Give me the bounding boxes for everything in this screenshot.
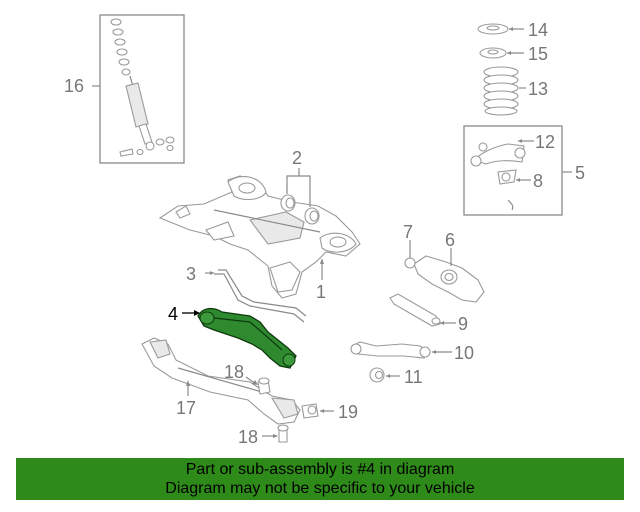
callout-15: 15 — [528, 44, 548, 64]
callout-18-lower: 18 — [238, 427, 258, 447]
lower-bracket-group[interactable]: 17 — [141, 337, 301, 425]
shock-absorber-illustration — [110, 18, 175, 157]
callout-16: 16 — [64, 76, 84, 96]
spring-insulator-illustration — [479, 47, 507, 59]
callout-9: 9 — [458, 314, 468, 334]
info-banner: Part or sub-assembly is #4 in diagram Di… — [16, 458, 624, 500]
parts-diagram: 16 14 15 13 — [64, 14, 585, 447]
stabilizer-bar-group[interactable]: 3 — [186, 264, 307, 323]
banner-line-part: Part or sub-assembly is #4 in diagram — [185, 461, 455, 478]
bushing-11-group[interactable]: 11 — [369, 367, 423, 387]
callout-14: 14 — [528, 20, 548, 40]
trailing-arm-illustration — [404, 255, 485, 303]
crossmember-group[interactable]: 1 2 — [158, 148, 361, 302]
nut-19-group[interactable]: 19 — [301, 402, 358, 422]
callout-7: 7 — [403, 222, 413, 242]
callout-6: 6 — [445, 230, 455, 250]
callout-2: 2 — [292, 148, 302, 168]
callout-3: 3 — [186, 264, 196, 284]
callout-12: 12 — [535, 132, 555, 152]
bushing-illustration — [280, 194, 320, 225]
shock-absorber-box — [99, 14, 185, 164]
callout-1: 1 — [316, 282, 326, 302]
lower-control-arm-part-4[interactable]: 4 — [168, 304, 297, 369]
spring-seat-upper-illustration — [477, 23, 509, 35]
bolt-18-upper-group[interactable]: 18 — [224, 362, 271, 395]
upper-arm-box — [463, 125, 563, 216]
bolt-18-lower-group[interactable]: 18 — [238, 424, 289, 447]
callout-5: 5 — [575, 163, 585, 183]
callout-19: 19 — [338, 402, 358, 422]
bolt-18-lower-illustration — [277, 424, 289, 443]
callout-13: 13 — [528, 79, 548, 99]
upper-arm-group[interactable]: 12 8 5 — [463, 125, 585, 216]
link-rod-group[interactable]: 9 — [389, 293, 468, 334]
callout-18-upper: 18 — [224, 362, 244, 382]
shock-absorber-group[interactable]: 16 — [64, 14, 185, 164]
coil-spring-illustration — [483, 66, 519, 116]
banner-line-disclaimer: Diagram may not be specific to your vehi… — [165, 480, 475, 497]
nut-19-illustration — [301, 403, 319, 419]
lower-bracket-illustration — [141, 337, 301, 425]
callout-4: 4 — [168, 304, 178, 324]
callout-17: 17 — [176, 398, 196, 418]
callout-10: 10 — [454, 343, 474, 363]
upper-arm-illustration — [470, 142, 526, 211]
lateral-arm-group[interactable]: 10 — [350, 341, 474, 363]
bolt-18-upper-illustration — [257, 377, 271, 395]
spring-group[interactable]: 14 15 13 — [477, 20, 548, 116]
callout-11: 11 — [404, 367, 423, 387]
trailing-arm-group[interactable]: 6 7 — [403, 222, 485, 303]
callout-8: 8 — [533, 171, 543, 191]
lower-control-arm-highlight — [197, 307, 297, 369]
